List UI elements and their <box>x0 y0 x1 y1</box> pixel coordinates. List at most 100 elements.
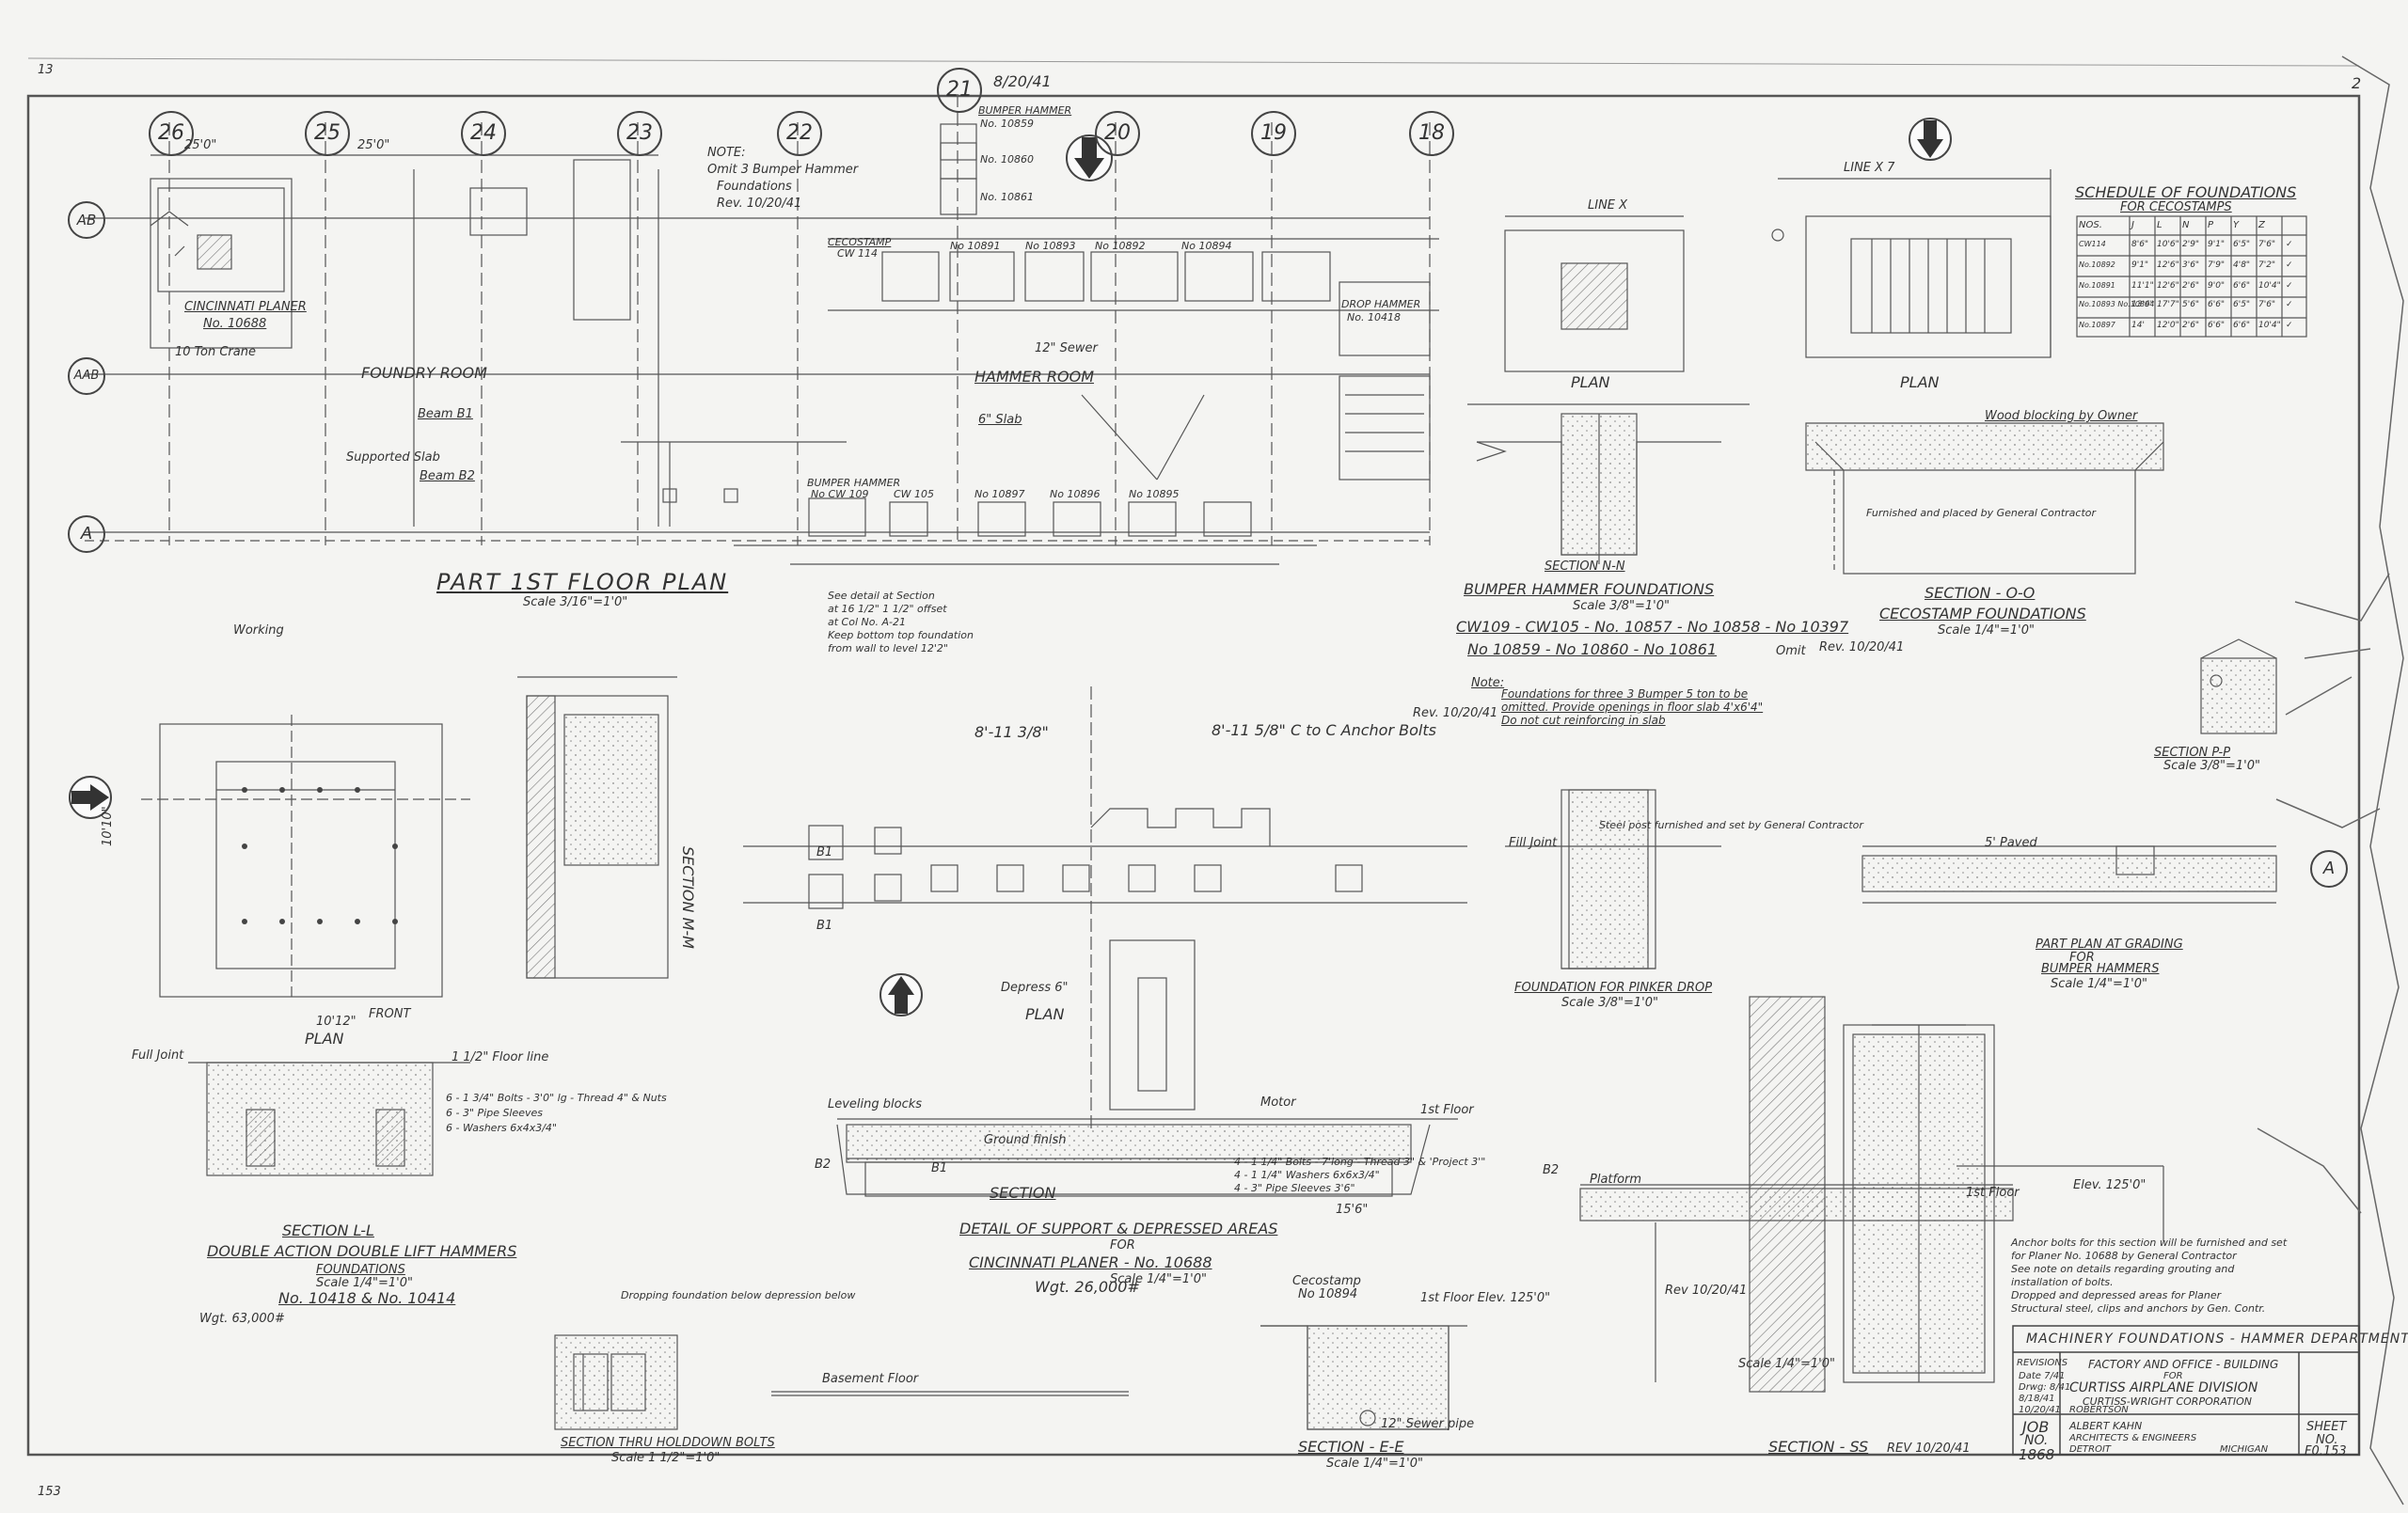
see-detail-5: from wall to level 12'2" <box>828 642 948 654</box>
hammer-note-rev: Rev. 10/20/41 <box>717 197 802 211</box>
schedule-cell: ✓ <box>2286 260 2293 270</box>
pinker-drop-scale: Scale 3/8"=1'0" <box>1561 996 1658 1010</box>
project-line-5: ROBERTSON <box>2069 1405 2129 1415</box>
double-action-plan-label: PLAN <box>305 1030 344 1048</box>
general-note-2: for Planer No. 10688 by General Contract… <box>2011 1250 2237 1262</box>
planer-b1-lower: B1 <box>931 1161 948 1175</box>
torn-edge <box>2257 55 2404 1505</box>
column-bubble-22: 22 <box>777 111 822 156</box>
hammer-room-linework <box>734 123 1439 565</box>
drop-hammer-label: DROP HAMMER <box>1341 298 1421 310</box>
bumper-rev-2: Rev. 10/20/41 <box>1413 706 1498 720</box>
double-action-title-2: FOUNDATIONS <box>316 1263 405 1277</box>
planer-detail-linework <box>743 686 1467 1197</box>
revision-2: Drwg: 8/41 <box>2019 1382 2071 1393</box>
job-label: JOB <box>2022 1418 2050 1436</box>
revision-3: 8/18/41 <box>2019 1394 2055 1404</box>
sheet-no-label: NO. <box>2316 1433 2338 1447</box>
bumper-plan-label: PLAN <box>1571 373 1610 391</box>
schedule-header-cell: N <box>2182 220 2190 230</box>
schedule-cell: 6'6" <box>2208 321 2226 330</box>
sewer-pipe-label: 12" Sewer pipe <box>1381 1417 1475 1431</box>
planer-section-label: SECTION <box>990 1184 1056 1202</box>
supported-slab-label: Supported Slab <box>346 450 440 465</box>
no-10892-label: No 10892 <box>1095 240 1146 252</box>
b2-label-1: B2 <box>815 1158 832 1172</box>
general-note-6: Structural steel, clips and anchors by G… <box>2011 1302 2266 1315</box>
paved-label: 5' Paved <box>1985 836 2037 850</box>
see-detail-4: Keep bottom top foundation <box>828 629 974 641</box>
planer-bolt-3: 4 - 3" Pipe Sleeves 3'6" <box>1234 1182 1355 1194</box>
schedule-header-cell: Y <box>2233 220 2240 230</box>
row-bubble-ab: AB <box>68 201 105 239</box>
job-number: 1868 <box>2019 1446 2055 1463</box>
schedule-header-cell: J <box>2131 220 2134 230</box>
planer-wgt: Wgt. 26,000# <box>1035 1278 1140 1296</box>
north-arrow-3 <box>69 776 112 819</box>
schedule-cell: No.10893 No.10894 <box>2079 300 2155 308</box>
corner-mark-bottom: 153 <box>38 1485 61 1499</box>
bumper-part-title: PART PLAN AT GRADING <box>2036 938 2183 952</box>
double-action-wgt: Wgt. 63,000# <box>199 1312 285 1326</box>
front-label: FRONT <box>369 1007 411 1021</box>
dim-25-left: 25'0" <box>184 138 217 152</box>
section-ee-scale: Scale 1/4"=1'0" <box>1326 1457 1423 1471</box>
schedule-cell: 13'6" <box>2131 300 2154 309</box>
schedule-cell: 9'0" <box>2208 281 2226 291</box>
north-arrow-4 <box>879 973 923 1017</box>
schedule-subtitle: FOR CECOSTAMPS <box>2120 200 2232 214</box>
part-floor-plan-title: PART 1ST FLOOR PLAN <box>436 569 729 595</box>
beam-b2-label: Beam B2 <box>420 469 475 483</box>
schedule-cell: 7'6" <box>2258 300 2276 309</box>
column-bubble-19: 19 <box>1251 111 1296 156</box>
project-line-3: CURTISS AIRPLANE DIVISION <box>2069 1380 2258 1395</box>
section-pp-label: SECTION P-P <box>2154 746 2231 760</box>
schedule-cell: 7'6" <box>2258 240 2276 249</box>
double-action-title-1: DOUBLE ACTION DOUBLE LIFT HAMMERS <box>207 1242 517 1260</box>
double-action-linework <box>141 676 677 1176</box>
general-note-1: Anchor bolts for this section will be fu… <box>2011 1237 2288 1249</box>
holdown-scale: Scale 1 1/2"=1'0" <box>611 1451 721 1465</box>
planer-plan-label: PLAN <box>1025 1005 1065 1023</box>
ss-floor-label: 1st Floor <box>1966 1186 2020 1200</box>
hammer-room-label: HAMMER ROOM <box>974 368 1095 386</box>
pinker-fill-joint: Fill Joint <box>1509 836 1558 850</box>
planer-scale: Scale 1/4"=1'0" <box>1110 1272 1207 1286</box>
bumper-rev: Rev. 10/20/41 <box>1819 640 1905 654</box>
section-ss-title: SECTION - SS <box>1768 1438 1869 1456</box>
section-ee-cecostamp: Cecostamp <box>1292 1274 1361 1288</box>
schedule-cell: 8'6" <box>2131 240 2149 249</box>
schedule-cell: 12'6" <box>2157 281 2179 291</box>
bumper-no-top: No. 10859 <box>980 118 1034 130</box>
ss-rev-small: Rev 10/20/41 <box>1665 1284 1748 1298</box>
side-mark: 2 <box>2352 74 2362 92</box>
planer-title-3: CINCINNATI PLANER - No. 10688 <box>969 1253 1212 1271</box>
revisions-label: REVISIONS <box>2017 1358 2068 1368</box>
schedule-cell: 2'6" <box>2182 321 2200 330</box>
schedule-header-cell: Z <box>2258 220 2265 230</box>
pinker-drop-title: FOUNDATION FOR PINKER DROP <box>1514 981 1713 995</box>
cw105-label: CW 105 <box>894 488 935 500</box>
no-10893-label: No 10893 <box>1025 240 1076 252</box>
column-bubble-21: 21 <box>937 68 982 113</box>
title-block-heading: MACHINERY FOUNDATIONS - HAMMER DEPARTMEN… <box>2026 1332 2408 1347</box>
project-line-1: FACTORY AND OFFICE - BUILDING <box>2088 1358 2279 1371</box>
column-bubble-23: 23 <box>617 111 662 156</box>
bumper-foundation-linework <box>1467 215 1750 564</box>
planer-bolt-1: 4 - 1 1/4" Bolts - 7'long - Thread 3" & … <box>1234 1156 1486 1168</box>
revision-4: 10/20/41 <box>2019 1405 2061 1415</box>
planer-bolt-2: 4 - 1 1/4" Washers 6x6x3/4" <box>1234 1169 1380 1181</box>
general-note-5: Dropped and depressed areas for Planer <box>2011 1289 2222 1301</box>
schedule-cell: 4'8" <box>2233 260 2251 270</box>
bumper-foundations-title: BUMPER HAMMER FOUNDATIONS <box>1464 580 1715 598</box>
double-action-nos: No. 10418 & No. 10414 <box>278 1289 456 1307</box>
planer-title-1: DETAIL OF SUPPORT & DEPRESSED AREAS <box>959 1220 1278 1237</box>
schedule-cell: 6'6" <box>2233 281 2251 291</box>
cincinnati-planer-label: CINCINNATI PLANER <box>184 300 307 314</box>
planer-dim-156: 15'6" <box>1336 1203 1369 1217</box>
no-10896-label: No 10896 <box>1050 488 1101 500</box>
schedule-cell: 7'9" <box>2208 260 2226 270</box>
slab-label: 6" Slab <box>978 413 1022 427</box>
schedule-cell: 2'9" <box>2182 240 2200 249</box>
